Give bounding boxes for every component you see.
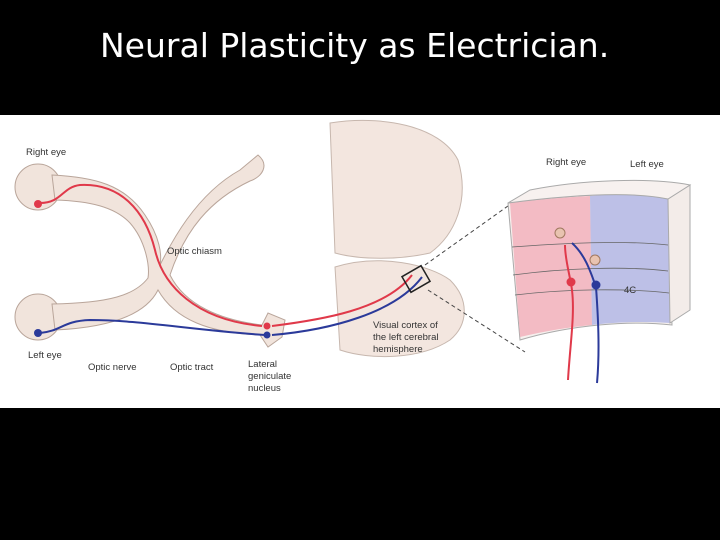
visual-pathway-diagram: Right eye Left eye Optic chiasm Optic ne… xyxy=(14,119,692,394)
label-optic-chiasm: Optic chiasm xyxy=(167,246,222,257)
zoom-line-bottom xyxy=(427,289,526,353)
inset-top-face xyxy=(507,179,692,204)
left-eye-pathway xyxy=(39,276,423,336)
lgn-red-cell xyxy=(263,322,271,330)
label-lgn-line2: geniculate xyxy=(248,371,291,382)
left-eye-lgn-to-cortex-fiber xyxy=(271,276,423,336)
label-lgn-line1: Lateral xyxy=(248,359,277,370)
label-cortex-line2: the left cerebral xyxy=(373,332,438,343)
cortex-inset xyxy=(507,179,692,384)
inset-red-axon xyxy=(564,244,574,381)
right-eye-retina-cell xyxy=(34,200,42,208)
optic-pathway-tissue xyxy=(14,154,286,348)
slide-title: Neural Plasticity as Electrician. xyxy=(100,26,610,65)
inset-red-terminal xyxy=(566,277,576,287)
inset-blue-terminal xyxy=(591,280,601,290)
label-left-eye: Left eye xyxy=(28,350,62,361)
label-inset-left-eye: Left eye xyxy=(630,159,664,170)
label-optic-nerve: Optic nerve xyxy=(88,362,137,373)
cortex-highlight-box xyxy=(400,264,432,294)
layer-boundary-lower xyxy=(514,289,670,296)
layer-boundary-middle xyxy=(512,267,669,276)
label-cortex-line3: hemisphere xyxy=(373,344,423,355)
lgn-blue-cell xyxy=(263,331,271,339)
label-layer-4c: 4C xyxy=(624,285,636,296)
cerebral-hemisphere xyxy=(329,119,465,357)
inset-side-face xyxy=(667,184,691,324)
right-eye-pathway xyxy=(39,183,413,327)
label-cortex-line1: Visual cortex of xyxy=(373,320,438,331)
left-eye-retina-cell xyxy=(34,329,42,337)
label-inset-right-eye: Right eye xyxy=(546,157,586,168)
label-optic-tract: Optic tract xyxy=(170,362,214,373)
cortical-neuron-left xyxy=(589,254,601,266)
layer-boundary-upper xyxy=(511,241,669,248)
right-eye-lgn-to-cortex-fiber xyxy=(271,274,413,327)
lower-hemisphere-shape xyxy=(334,260,465,357)
label-right-eye: Right eye xyxy=(26,147,66,158)
label-lgn-line3: nucleus xyxy=(248,383,281,394)
zoom-line-top xyxy=(424,200,516,266)
right-eye-fiber xyxy=(39,183,263,327)
right-eye-column xyxy=(510,196,592,337)
cortical-neuron-right xyxy=(554,227,566,239)
upper-hemisphere-shape xyxy=(329,119,463,259)
visual-pathway-figure: Right eye Left eye Optic chiasm Optic ne… xyxy=(0,115,720,408)
left-eye-fiber xyxy=(39,318,266,336)
left-eye-column xyxy=(590,194,670,325)
